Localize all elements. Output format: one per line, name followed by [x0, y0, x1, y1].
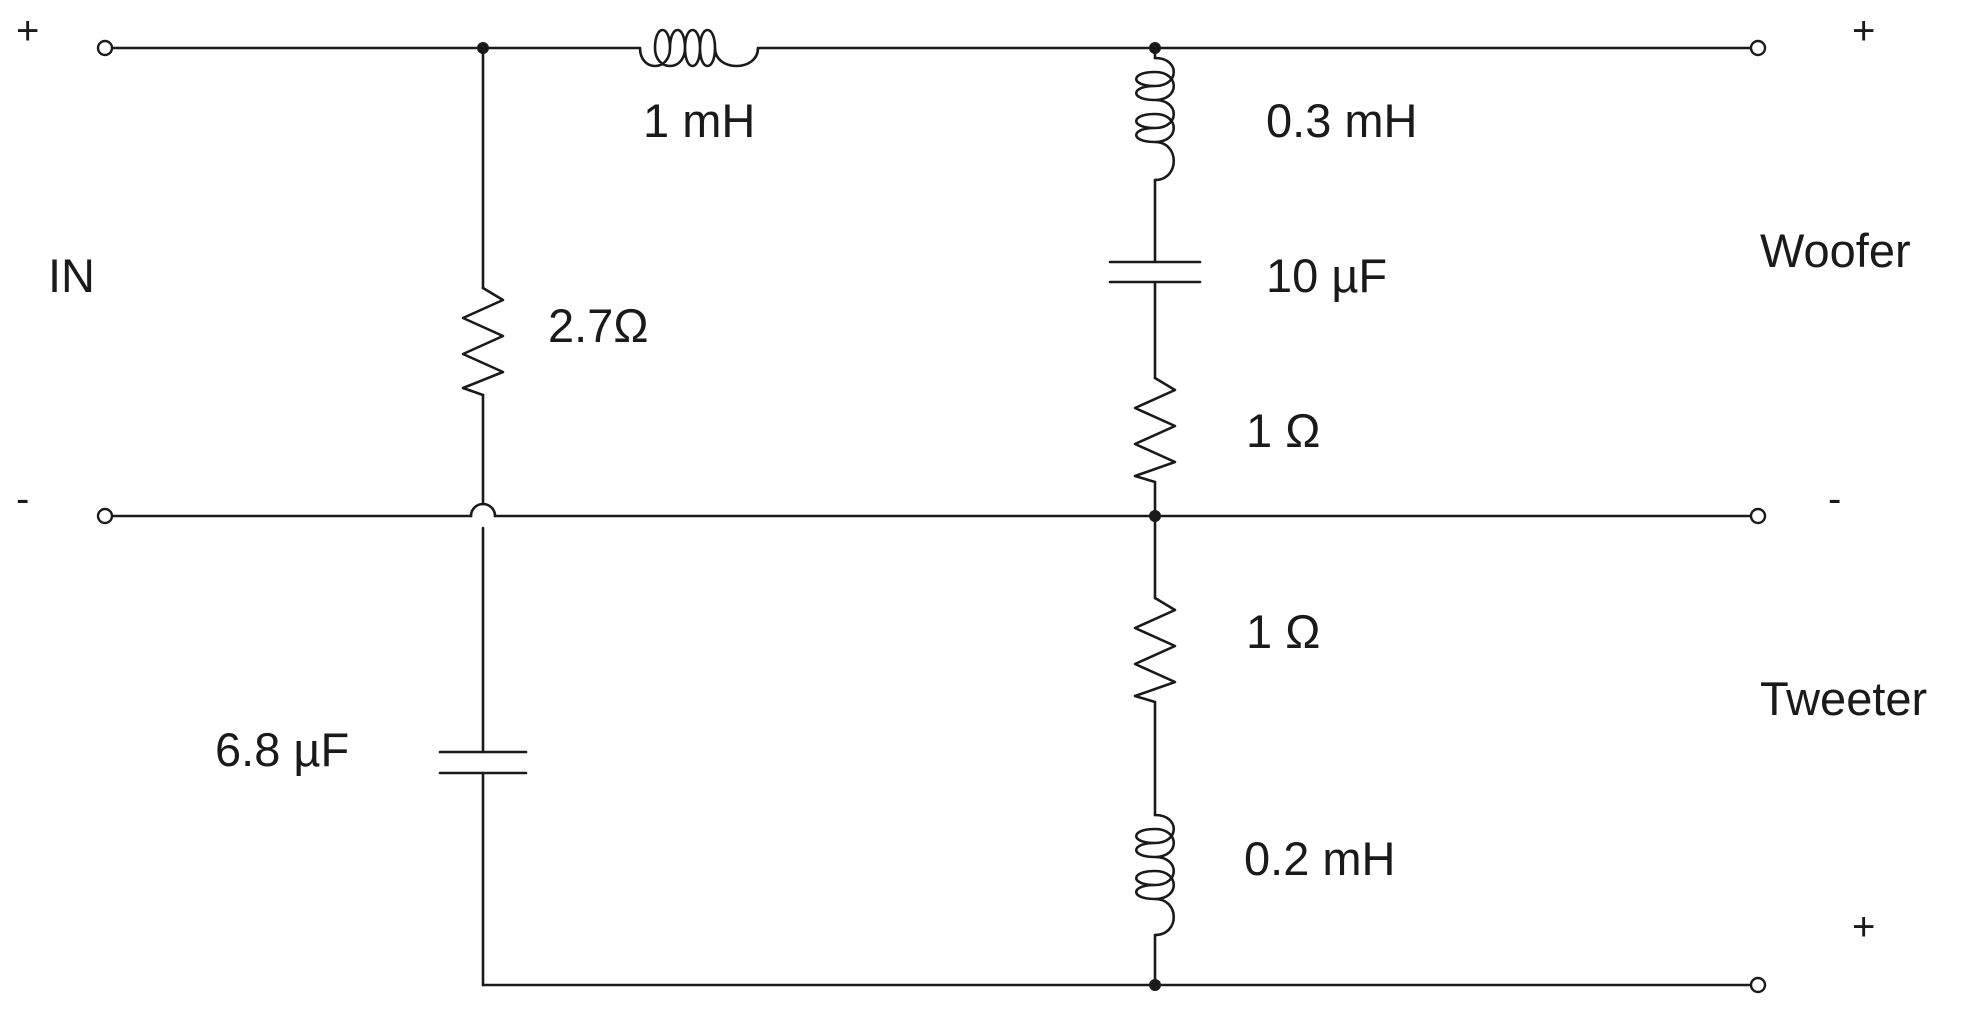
- woofer-label: Woofer: [1760, 224, 1911, 277]
- resistor-R3: [1133, 596, 1177, 704]
- resistor-R1: [1133, 376, 1177, 484]
- input-minus-terminal: [96, 507, 114, 525]
- tweeter-plus-sign: +: [1852, 905, 1875, 949]
- junction-dot: [1149, 42, 1161, 54]
- inductor-L2-label: 0.3 mH: [1266, 94, 1418, 147]
- inductor-L1: [638, 28, 760, 68]
- capacitor-C2: [438, 750, 528, 775]
- input-label: IN: [48, 249, 95, 302]
- middle-rail-wire: [108, 502, 1753, 518]
- inductor-L1-label: 1 mH: [643, 94, 755, 147]
- woofer-plus-sign: +: [1852, 9, 1875, 53]
- junction-dot: [1149, 979, 1161, 991]
- capacitor-C1: [1108, 260, 1202, 284]
- woofer-minus-sign: -: [1828, 477, 1841, 521]
- junction-dot: [1149, 510, 1161, 522]
- resistor-R2-label: 2.7Ω: [548, 299, 648, 352]
- woofer-plus-terminal: [1749, 39, 1767, 57]
- input-minus-sign: -: [16, 477, 29, 521]
- woofer-minus-terminal: [1749, 507, 1767, 525]
- inductor-L3-label: 0.2 mH: [1244, 832, 1396, 885]
- resistor-R1-label: 1 Ω: [1246, 404, 1320, 457]
- input-plus-sign: +: [16, 9, 39, 53]
- capacitor-C1-label: 10 µF: [1266, 249, 1387, 302]
- capacitor-C2-label: 6.8 µF: [215, 723, 349, 776]
- tweeter-label: Tweeter: [1760, 672, 1927, 725]
- inductor-L2: [1134, 56, 1176, 182]
- junction-dot: [477, 42, 489, 54]
- resistor-R2: [461, 286, 505, 397]
- tweeter-plus-terminal: [1749, 976, 1767, 994]
- input-plus-terminal: [96, 39, 114, 57]
- inductor-L3: [1134, 813, 1176, 937]
- resistor-R3-label: 1 Ω: [1246, 605, 1320, 658]
